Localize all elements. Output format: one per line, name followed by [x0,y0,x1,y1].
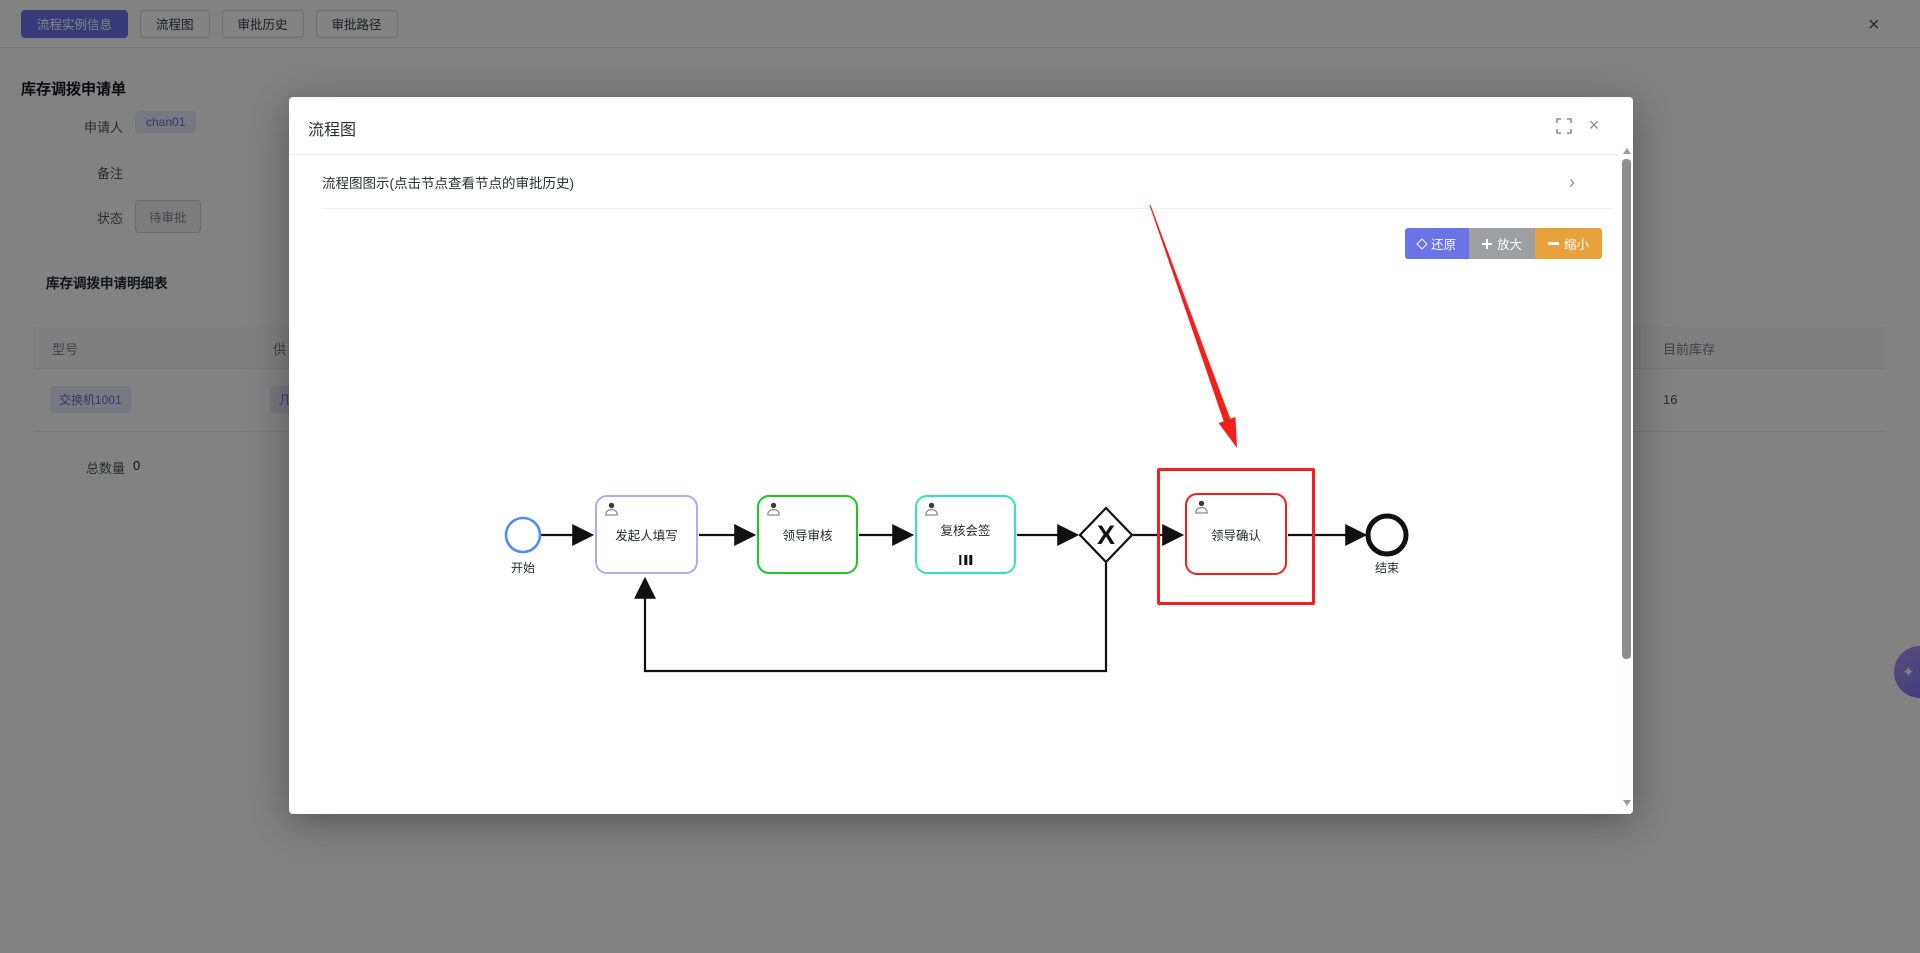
task-node-initiator-fill[interactable]: 发起人填写 [595,495,698,574]
applicant-value-badge[interactable]: chan01 [135,111,197,133]
exclusive-gateway[interactable]: X [1096,519,1115,550]
task-label: 领导确认 [1210,528,1261,543]
scroll-down-arrow-icon[interactable] [1623,800,1631,806]
total-quantity-label: 总数量 [86,461,126,476]
user-task-icon [766,502,781,519]
divider [322,208,1612,209]
tab-process-instance-info[interactable]: 流程实例信息 [21,9,129,38]
tab-approval-path[interactable]: 审批路径 [315,9,398,38]
zoom-in-label: 放大 [1497,238,1523,252]
restore-button[interactable]: 还原 [1405,228,1470,259]
zoom-out-button[interactable]: 缩小 [1535,228,1603,259]
applicant-label: 申请人 [83,120,123,135]
task-label: 发起人填写 [615,529,678,543]
status-label: 状态 [96,211,123,226]
detail-table-title: 库存调拨申请明细表 [46,276,168,291]
remark-label: 备注 [96,166,123,181]
chevron-right-icon: › [1569,172,1575,192]
status-badge: 待审批 [135,200,201,233]
annotation-arrow [1149,204,1237,448]
bpmn-diagram-canvas: 开始 结束 发起人填写 领导审核 [289,97,1633,814]
minus-icon [1548,242,1560,245]
user-task-icon [1194,500,1209,517]
end-event-circle [1365,513,1409,557]
end-event-label: 结束 [1374,561,1399,575]
stock-cell: 16 [1663,392,1678,407]
page-title: 库存调拨申请单 [21,81,127,98]
model-cell-link[interactable]: 交换机1001 [50,386,131,413]
start-event-label: 开始 [510,561,535,575]
sparkle-icon: ✦ [1902,664,1915,681]
task-label: 复核会签 [940,524,991,538]
zoom-in-button[interactable]: 放大 [1469,228,1536,259]
restore-label: 还原 [1431,238,1457,252]
col-stock: 目前库存 [1663,342,1716,357]
collapse-panel-title: 流程图图示(点击节点查看节点的审批历史) [322,175,574,191]
modal-header: 流程图 × [289,97,1633,155]
multi-instance-marker-icon [958,555,973,565]
highlight-annotation-box [1157,468,1315,605]
tab-approval-history[interactable]: 审批历史 [221,9,304,38]
task-node-leader-confirm[interactable]: 领导确认 [1185,493,1287,575]
exclusive-gateway-shape [1078,506,1134,564]
plus-icon [1482,238,1493,249]
col-model: 型号 [52,342,79,357]
bpmn-connectors [504,204,1409,673]
modal-close-icon[interactable]: × [1588,115,1600,135]
col-supplier: 供 [273,342,287,357]
modal-scrollbar[interactable] [1620,142,1633,812]
top-tab-bar: 流程实例信息 流程图 审批历史 审批路径 [0,0,1920,48]
task-node-countersign[interactable]: 复核会签 [915,495,1016,574]
process-diagram-modal: 流程图 × 流程图图示(点击节点查看节点的审批历史) › 还原 放大 [289,97,1633,814]
collapse-panel-header[interactable]: 流程图图示(点击节点查看节点的审批历史) › [289,155,1609,208]
user-task-icon [924,502,939,519]
diagram-toolbar: 还原 放大 缩小 [1405,228,1603,259]
modal-title: 流程图 [308,122,357,139]
fullscreen-icon[interactable] [1556,118,1572,134]
task-label: 领导审核 [782,529,833,543]
page-close-icon[interactable]: × [1868,14,1880,36]
scrollbar-thumb[interactable] [1622,159,1631,659]
task-node-leader-review[interactable]: 领导审核 [757,495,858,574]
start-event-circle [504,516,542,554]
tab-process-diagram[interactable]: 流程图 [140,9,210,38]
zoom-out-label: 缩小 [1564,238,1590,252]
total-quantity-value: 0 [133,458,141,473]
scroll-up-arrow-icon[interactable] [1623,148,1631,154]
user-task-icon [604,502,619,519]
